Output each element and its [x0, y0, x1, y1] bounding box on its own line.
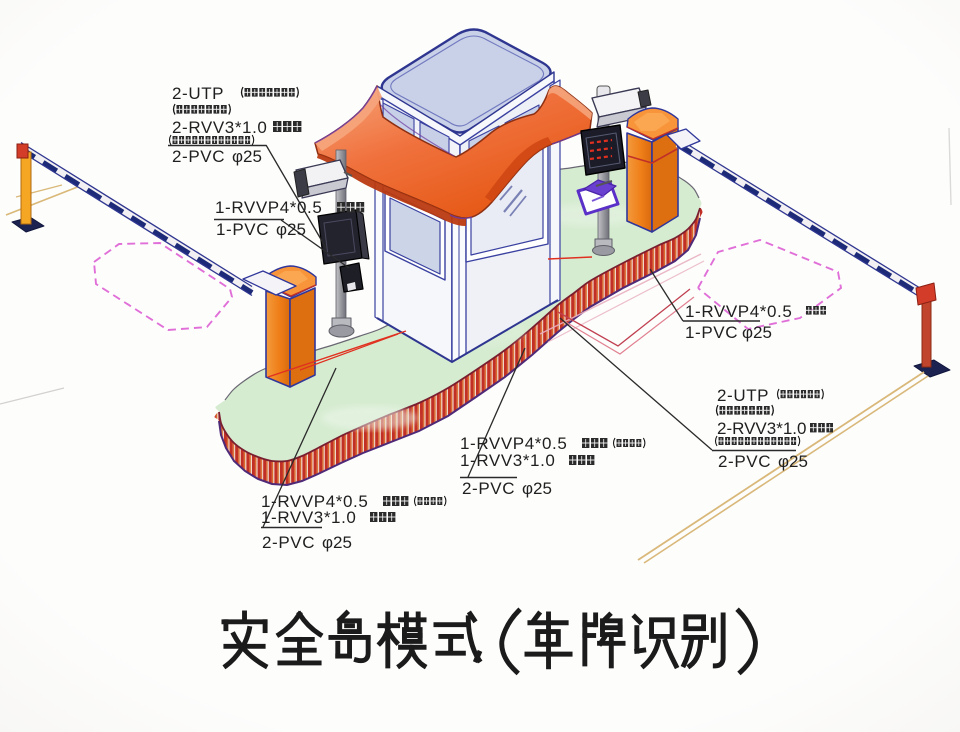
svg-text:2-RVV3*1.0: 2-RVV3*1.0	[172, 118, 267, 137]
svg-text:1-RVV3*1.0: 1-RVV3*1.0	[460, 451, 555, 470]
svg-text:2-PVC: 2-PVC	[262, 533, 315, 552]
svg-text:1-RVV3*1.0: 1-RVV3*1.0	[261, 508, 356, 527]
svg-text:2-PVC: 2-PVC	[172, 147, 225, 166]
svg-text:1-PVC: 1-PVC	[216, 220, 269, 239]
svg-text:1-RVVP4*0.5: 1-RVVP4*0.5	[685, 302, 792, 321]
svg-text:φ25: φ25	[322, 533, 352, 552]
svg-text:φ25: φ25	[232, 147, 262, 166]
svg-text:φ25: φ25	[522, 479, 552, 498]
svg-text:1-PVC: 1-PVC	[685, 323, 738, 342]
svg-text:φ25: φ25	[276, 220, 306, 239]
svg-text:2-UTP: 2-UTP	[717, 386, 769, 405]
svg-text:φ25: φ25	[742, 323, 772, 342]
svg-text:1-RVVP4*0.5: 1-RVVP4*0.5	[215, 198, 322, 217]
svg-text:2-PVC: 2-PVC	[462, 479, 515, 498]
svg-text:2-PVC: 2-PVC	[718, 452, 771, 471]
svg-text:φ25: φ25	[778, 452, 808, 471]
svg-text:1-RVVP4*0.5: 1-RVVP4*0.5	[261, 492, 368, 511]
svg-text:2-RVV3*1.0: 2-RVV3*1.0	[717, 419, 806, 438]
svg-text:2-UTP: 2-UTP	[172, 84, 224, 103]
svg-text:1-RVVP4*0.5: 1-RVVP4*0.5	[460, 434, 567, 453]
